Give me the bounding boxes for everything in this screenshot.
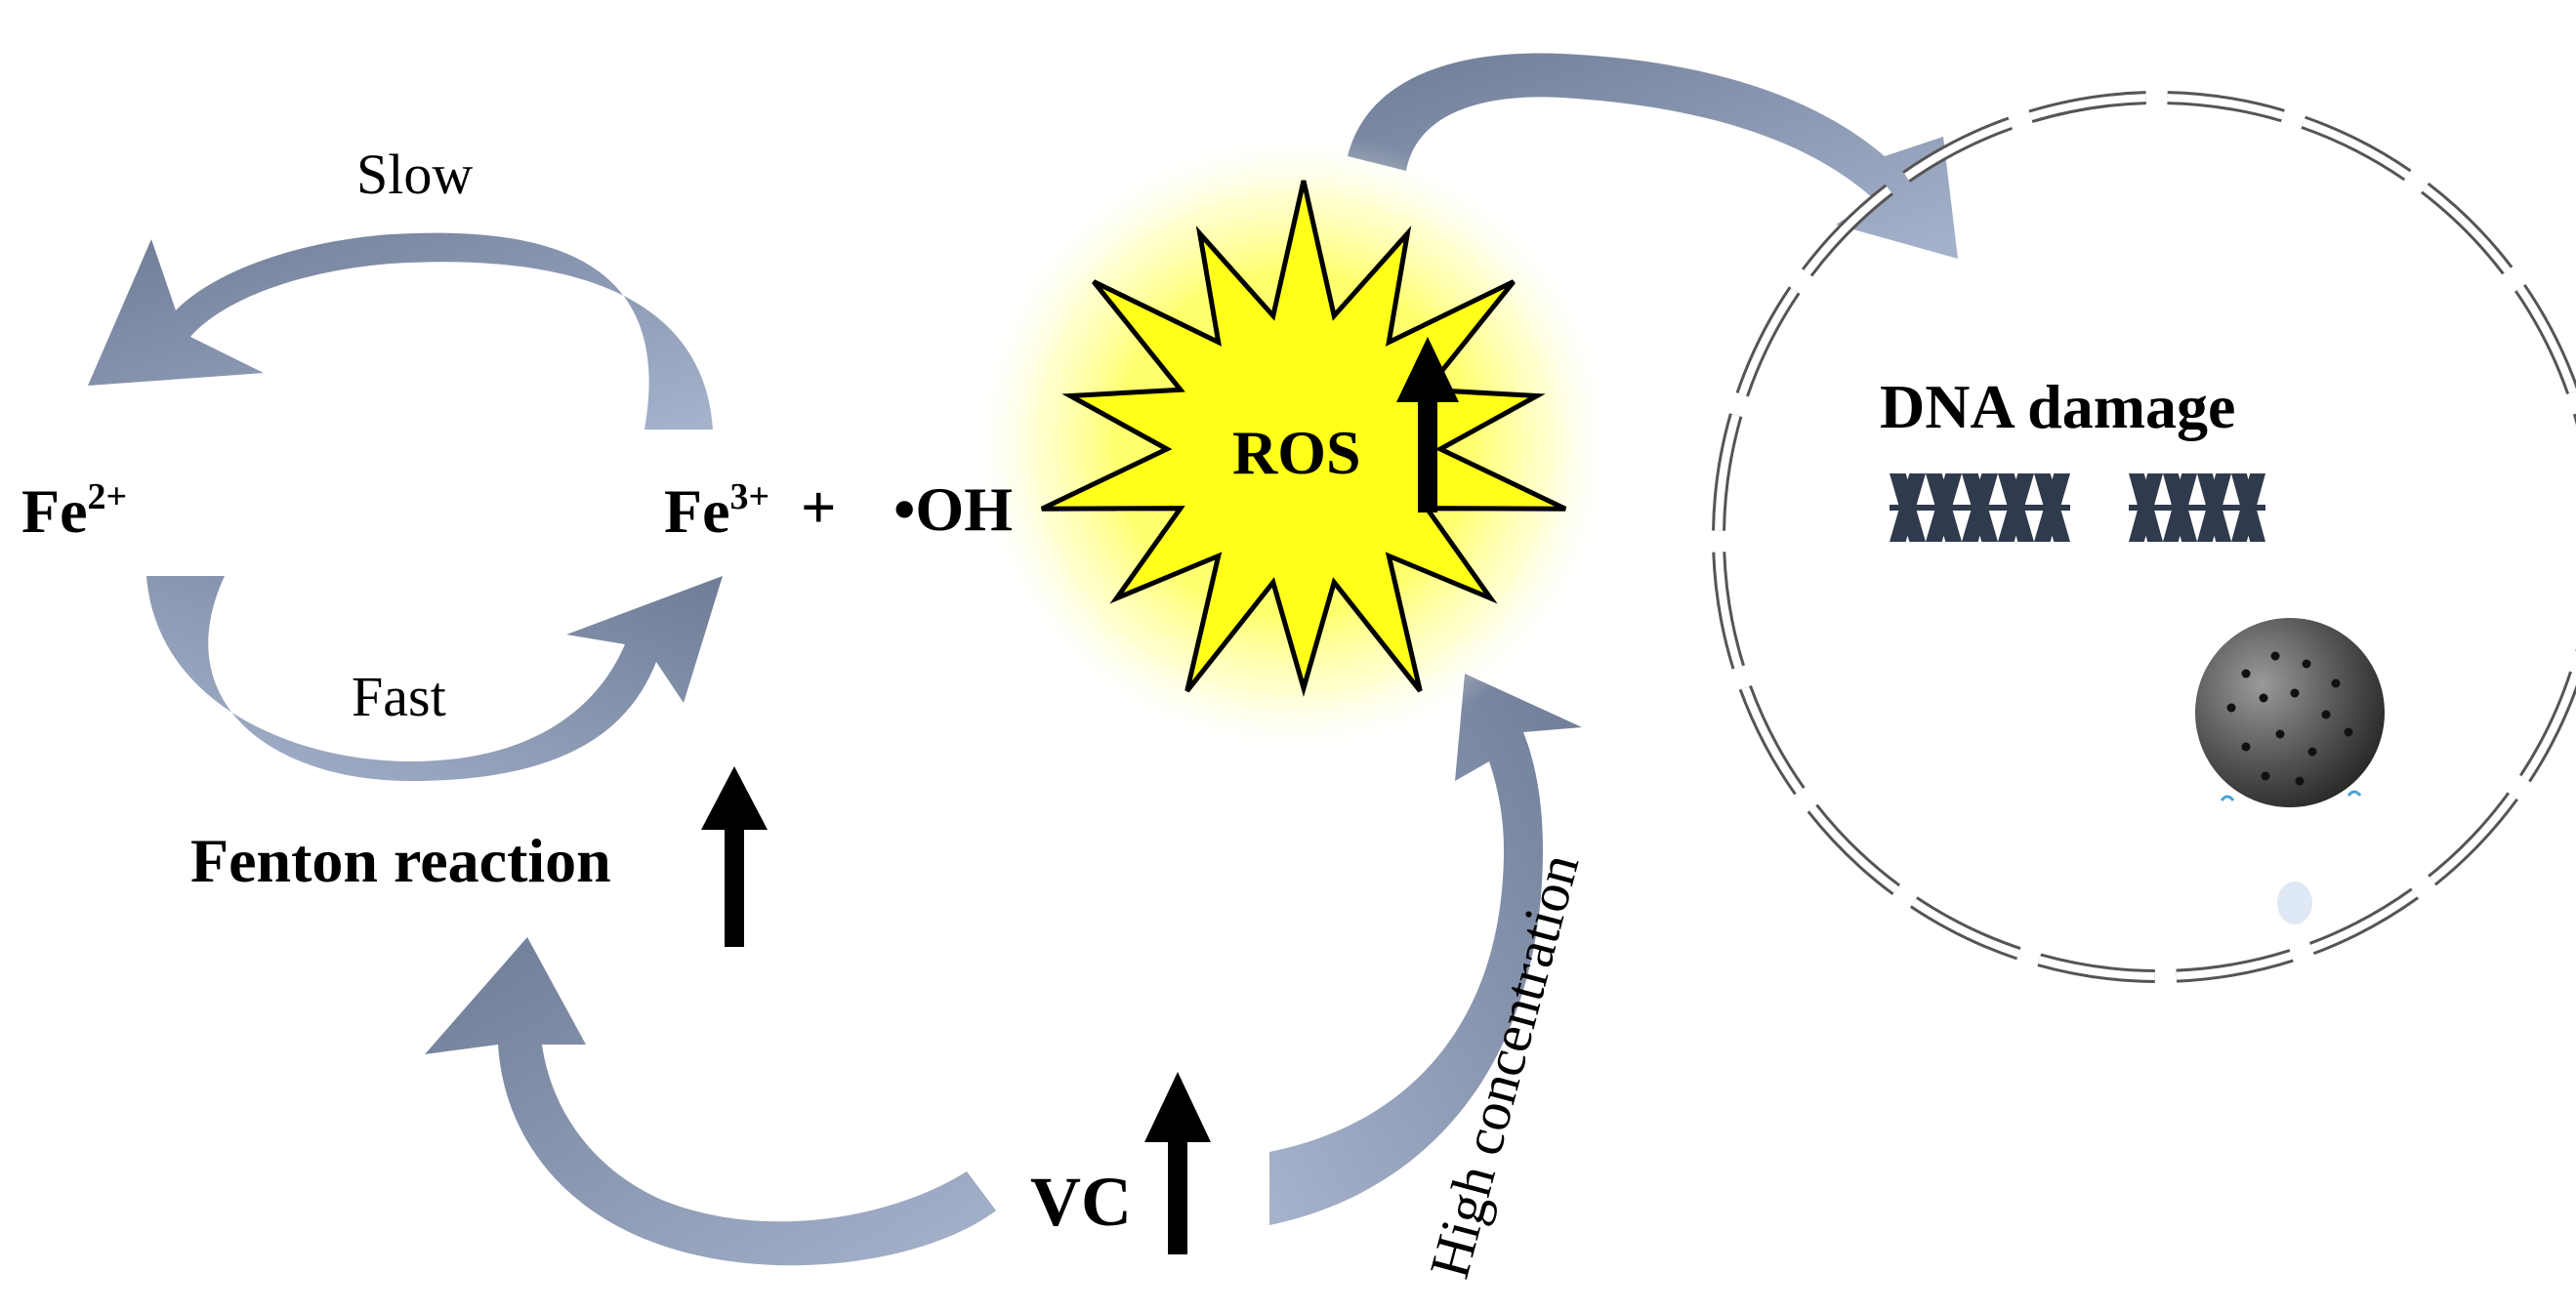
fe3-label: Fe3+ <box>664 478 769 543</box>
fenton-reaction-label: Fenton reaction <box>190 826 611 895</box>
vc-to-fenton-arrow <box>425 937 996 1266</box>
vc-up-arrow-icon <box>1144 1072 1211 1254</box>
fe3-charge: 3+ <box>729 476 770 517</box>
ros-to-cell-arrow <box>1348 53 1958 259</box>
fe2-base: Fe <box>21 476 88 546</box>
dna-helix-icon <box>1890 473 2265 542</box>
ros-up-arrow-icon <box>1396 337 1459 513</box>
vc-label: VC <box>1030 1163 1132 1241</box>
plus-sign: + <box>801 472 837 542</box>
fe2-label: Fe2+ <box>21 478 127 543</box>
hydroxyl-radical-label: •OH <box>893 474 1013 544</box>
fe2-charge: 2+ <box>87 476 128 517</box>
fe3-base: Fe <box>664 476 730 546</box>
slow-label: Slow <box>356 143 474 206</box>
vc-to-ros-arrow <box>1269 674 1582 1225</box>
dna-damage-label: DNA damage <box>1880 372 2236 441</box>
fast-label: Fast <box>352 665 446 728</box>
fast-cycle-arrow <box>146 576 723 781</box>
ros-label: ROS <box>1232 418 1361 487</box>
fenton-up-arrow-icon <box>701 766 768 947</box>
ros-burst-icon <box>972 132 1616 757</box>
iron-particle-icon <box>2195 618 2385 924</box>
slow-cycle-arrow <box>88 232 713 430</box>
